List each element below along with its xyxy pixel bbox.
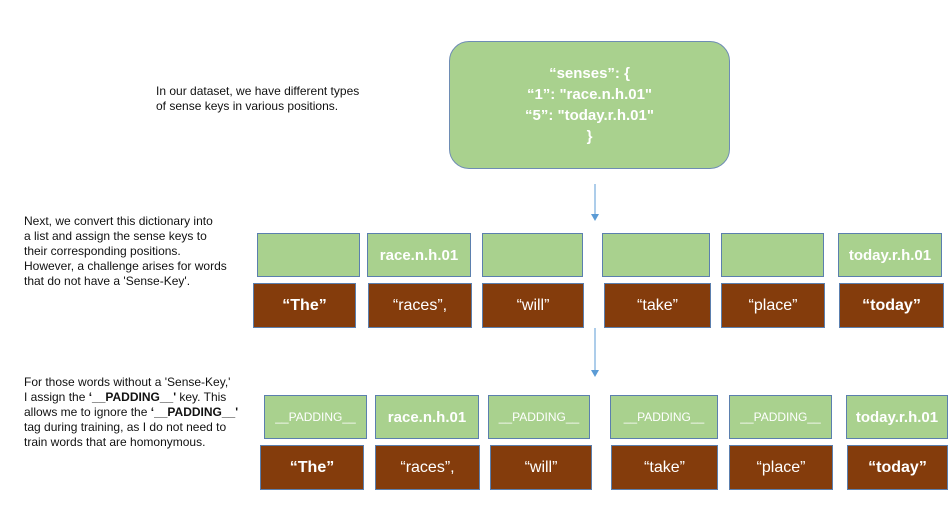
senses-line-3: “5”: "today.r.h.01" bbox=[525, 107, 654, 124]
row1-sense-box bbox=[721, 233, 824, 277]
row2-sense-box: race.n.h.01 bbox=[375, 395, 479, 439]
padding-line-2: I assign the ‘__PADDING__' key. This bbox=[24, 390, 238, 405]
row1-word-box: “take” bbox=[604, 283, 711, 328]
convert-note: Next, we convert this dictionary into a … bbox=[24, 214, 227, 289]
row1-sense-box bbox=[257, 233, 360, 277]
row1-word-box: “races”, bbox=[368, 283, 472, 328]
row2-sense-box: __PADDING__ bbox=[729, 395, 832, 439]
convert-line-3: their corresponding positions. bbox=[24, 244, 181, 258]
padding-line-1: For those words without a 'Sense-Key,' bbox=[24, 375, 231, 389]
padding-key-text-2: ‘__PADDING__' bbox=[150, 405, 239, 419]
senses-line-1: “senses”: { bbox=[549, 65, 630, 82]
padding-key-text-1: ‘__PADDING__' bbox=[88, 390, 177, 404]
row2-sense-box: __PADDING__ bbox=[264, 395, 367, 439]
row1-sense-box: race.n.h.01 bbox=[367, 233, 471, 277]
intro-note: In our dataset, we have different types … bbox=[156, 84, 359, 114]
row1-word-box: “will” bbox=[482, 283, 584, 328]
row2-word-box: “place” bbox=[729, 445, 833, 490]
padding-note: For those words without a 'Sense-Key,' I… bbox=[24, 375, 238, 450]
row2-sense-box: __PADDING__ bbox=[488, 395, 590, 439]
row1-sense-box bbox=[482, 233, 583, 277]
padding-line-3a: allows me to ignore the bbox=[24, 405, 151, 419]
row1-sense-box bbox=[602, 233, 710, 277]
convert-line-2: a list and assign the sense keys to bbox=[24, 229, 207, 243]
row2-sense-box: __PADDING__ bbox=[610, 395, 718, 439]
row1-word-box: “The” bbox=[253, 283, 356, 328]
convert-line-1: Next, we convert this dictionary into bbox=[24, 214, 213, 228]
senses-line-2: “1”: "race.n.h.01" bbox=[526, 86, 653, 103]
convert-line-5: that do not have a 'Sense-Key'. bbox=[24, 274, 191, 288]
row2-word-box: “will” bbox=[490, 445, 592, 490]
padding-line-2c: key. This bbox=[176, 390, 227, 404]
padding-line-4: tag during training, as I do not need to bbox=[24, 420, 227, 434]
padding-line-5: train words that are homonymous. bbox=[24, 435, 206, 449]
padding-line-3: allows me to ignore the ‘__PADDING__' bbox=[24, 405, 238, 420]
convert-line-4: However, a challenge arises for words bbox=[24, 259, 227, 273]
row2-word-box: “today” bbox=[847, 445, 948, 490]
down-arrow-icon bbox=[591, 328, 599, 377]
intro-line-1: In our dataset, we have different types bbox=[156, 84, 360, 98]
row2-word-box: “The” bbox=[260, 445, 364, 490]
row1-sense-box: today.r.h.01 bbox=[838, 233, 942, 277]
intro-line-2: of sense keys in various positions. bbox=[156, 99, 339, 113]
row1-word-box: “place” bbox=[721, 283, 825, 328]
padding-line-2a: I assign the bbox=[24, 390, 89, 404]
down-arrow-icon bbox=[591, 184, 599, 221]
row2-word-box: “races”, bbox=[375, 445, 480, 490]
senses-line-4: } bbox=[586, 128, 593, 145]
row2-sense-box: today.r.h.01 bbox=[846, 395, 948, 439]
row1-word-box: “today” bbox=[839, 283, 944, 328]
senses-dict-box: “senses”: { “1”: "race.n.h.01" “5”: "tod… bbox=[449, 41, 730, 169]
row2-word-box: “take” bbox=[611, 445, 718, 490]
